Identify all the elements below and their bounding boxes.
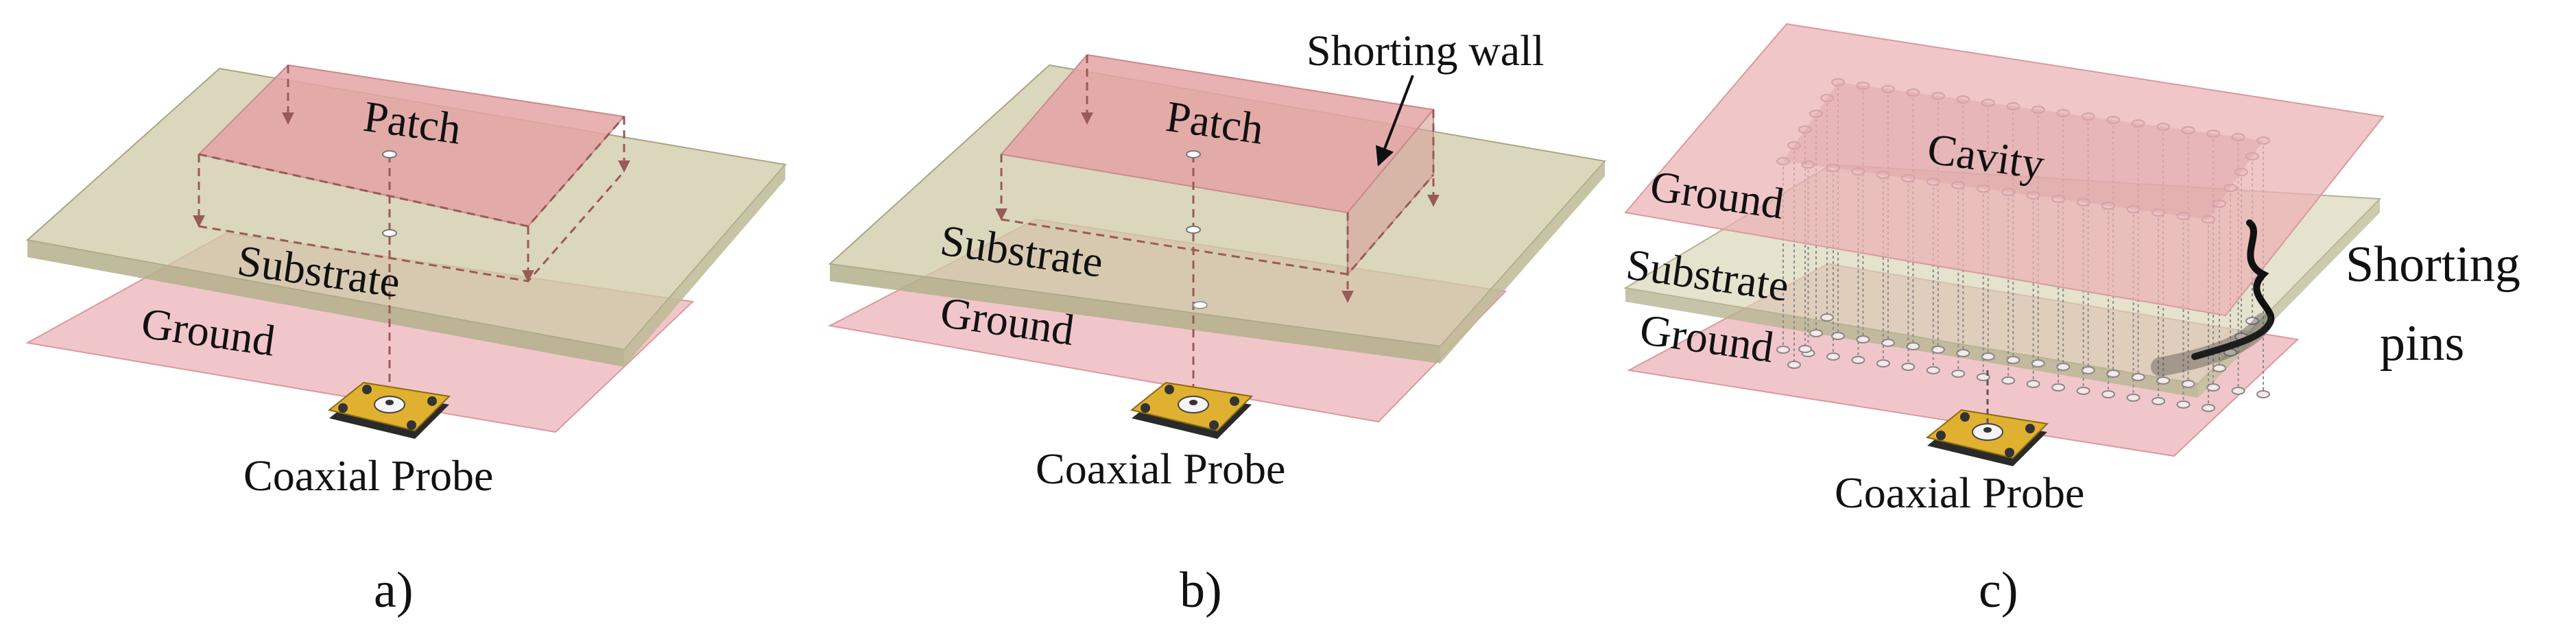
shorting-pin-end: [1787, 361, 1801, 369]
shorting-pin-end: [2001, 376, 2016, 385]
shorting-pin-end: [2256, 390, 2270, 398]
shorting-pin-end: [1931, 346, 1945, 354]
caption-c: c): [1979, 562, 2018, 618]
shorting-pin-end: [1776, 346, 1790, 354]
shorting-pin-end: [1851, 356, 1865, 364]
shorting-pin-end: [1826, 352, 1840, 361]
shorting-pin-end: [2101, 390, 2116, 398]
shorting-pin-end: [2106, 370, 2121, 378]
shorting-pin-end: [2231, 387, 2245, 395]
shorting-pin-end: [1951, 370, 1966, 378]
ground-plane-top: [1624, 23, 2385, 317]
shorting-pin-end: [2176, 400, 2191, 409]
shorting-pin-end: [1976, 373, 1990, 381]
shorting-pin-end: [2245, 317, 2259, 325]
shorting-pins-label-line1: Shorting: [2346, 237, 2520, 293]
shorting-wall-label: Shorting wall: [1307, 26, 1545, 75]
shorting-pin-end: [1820, 313, 1834, 322]
shorting-pin-end: [1881, 339, 1895, 347]
probe-label: Coaxial Probe: [1036, 444, 1285, 493]
shorting-pins-brace: [2151, 219, 2275, 376]
shorting-pin-end: [2156, 376, 2171, 385]
shorting-pin-end: [2026, 380, 2040, 388]
shorting-pin-end: [1831, 332, 1845, 340]
projection-lines: [995, 55, 1440, 405]
shorting-pin-end: [1876, 359, 1890, 368]
shorting-pin-end: [1956, 349, 1970, 357]
shorting-pin-end: [2006, 356, 2020, 364]
shorting-pin-end: [2151, 397, 2166, 405]
shorting-pin-end: [2206, 383, 2221, 392]
shorting-pin-end: [1809, 329, 1823, 337]
shorting-pin-end: [1798, 345, 1812, 353]
shorting-wall-pointer: [1375, 75, 1414, 167]
shorting-pin-end: [2056, 363, 2071, 371]
shorting-pin-end: [1926, 366, 1940, 374]
coaxial-connector: [1925, 370, 2049, 466]
panel-b: Shorting wall Patch Substrate Ground Coa…: [827, 26, 1606, 618]
shorting-pin-end: [2051, 383, 2066, 392]
coaxial-connector: [1130, 381, 1254, 439]
shorting-pin-end: [1901, 363, 1916, 371]
shorting-pin-end: [2126, 394, 2140, 402]
shorting-pin-end: [2131, 373, 2145, 381]
shorting-pin-end: [1981, 352, 1995, 361]
panel-a: Patch Substrate Ground Coaxial Probe a): [25, 64, 787, 618]
shorting-pins-label-line2: pins: [2380, 315, 2464, 372]
shorting-pin-end: [2181, 380, 2195, 388]
shorting-pin-end: [2076, 387, 2090, 395]
shorting-pin-end: [2081, 366, 2095, 374]
panel-c: Cavity Ground Substrate Ground Shorting …: [1623, 23, 2520, 618]
shorting-pin-end: [2213, 364, 2226, 372]
probe-label: Coaxial Probe: [243, 451, 493, 500]
shorting-pin-end: [1856, 335, 1870, 344]
shorting-pin-end: [2202, 404, 2215, 412]
probe-label: Coaxial Probe: [1835, 468, 2084, 517]
projection-lines: [193, 65, 630, 405]
caption-b: b): [1180, 562, 1222, 618]
shorting-pin-end: [2031, 359, 2045, 368]
shorting-pin-end: [1906, 342, 1920, 350]
caption-a: a): [374, 562, 414, 618]
coaxial-connector: [327, 381, 451, 439]
cavity-region: [1783, 82, 2263, 219]
